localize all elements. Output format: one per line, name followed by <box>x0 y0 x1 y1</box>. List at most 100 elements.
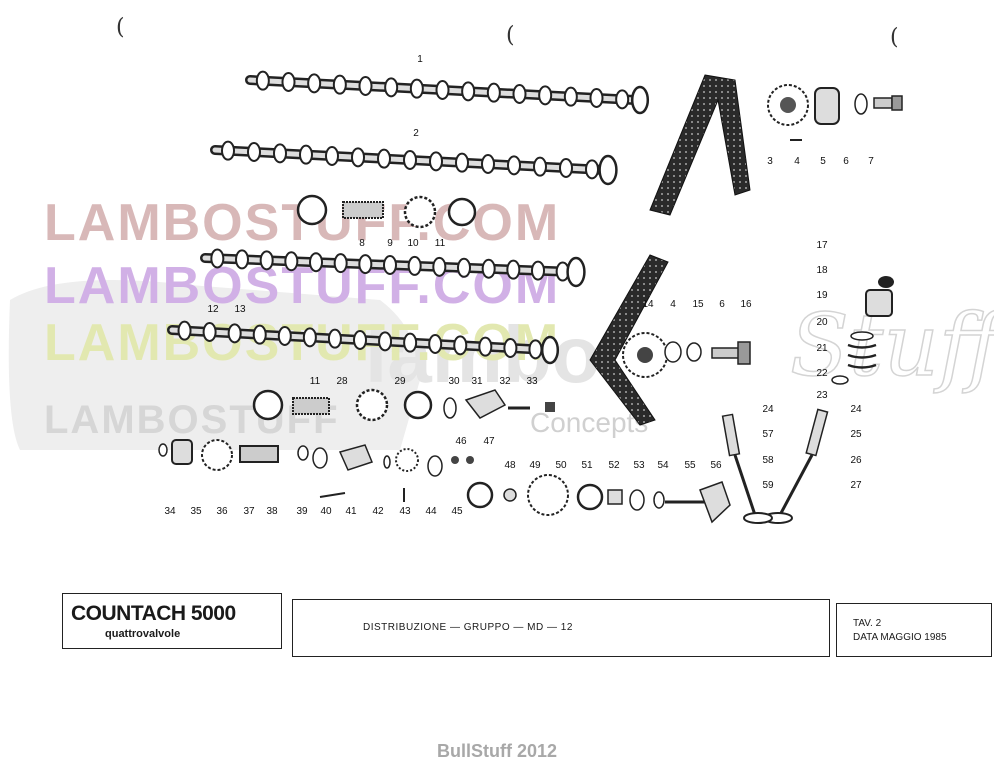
camshaft-lobe <box>429 151 443 172</box>
callout-label-12: 12 <box>207 304 219 315</box>
callout-label-56: 56 <box>710 460 722 471</box>
washer-part-2 <box>664 341 682 363</box>
watermark-text-4: LAMBOSTUFF <box>44 398 340 442</box>
sprocket-hub <box>780 97 796 113</box>
valve-guide-part <box>805 408 829 457</box>
valve-guide-left <box>721 413 741 457</box>
callout-label-33: 33 <box>526 376 538 387</box>
washer-part-7 <box>629 489 645 511</box>
valve-stem-right <box>778 454 814 516</box>
callout-label-24: 24 <box>762 404 774 415</box>
bearing-part-5 <box>466 481 494 509</box>
callout-label-48: 48 <box>504 460 516 471</box>
description-text: DISTRIBUZIONE — GRUPPO — MD — 12 <box>363 622 573 633</box>
callout-label-4: 4 <box>670 299 676 310</box>
callout-label-19: 19 <box>816 290 828 301</box>
callout-label-46: 46 <box>455 436 467 447</box>
bearing-part-2 <box>447 197 477 227</box>
callout-label-42: 42 <box>372 506 384 517</box>
bushing-part-2 <box>607 489 623 505</box>
camshaft-lobe <box>377 148 391 169</box>
camshaft-lobe <box>486 82 501 103</box>
camshaft-lobe <box>227 323 242 344</box>
spacer-part <box>503 488 517 502</box>
title-block-description: DISTRIBUZIONE — GRUPPO — MD — 12 <box>292 599 830 657</box>
bearing-part-6 <box>576 483 604 511</box>
double-gear-part <box>527 474 569 516</box>
callout-label-7: 7 <box>868 156 874 167</box>
binder-mark-center: ( <box>506 23 515 48</box>
callout-label-37: 37 <box>243 506 255 517</box>
timing-chain-lower <box>589 254 669 426</box>
callout-label-34: 34 <box>164 506 176 517</box>
callout-label-31: 31 <box>471 376 483 387</box>
callout-label-32: 32 <box>499 376 511 387</box>
bolt-head-part-2 <box>737 341 751 365</box>
camshaft-lobe <box>481 154 495 174</box>
callout-label-26: 26 <box>850 455 862 466</box>
callout-label-39: 39 <box>296 506 308 517</box>
camshaft-lobe <box>284 251 299 272</box>
binder-mark-right: ( <box>890 25 899 50</box>
callout-label-25: 25 <box>850 429 862 440</box>
washer-part-6 <box>427 455 443 477</box>
callout-label-5: 5 <box>820 156 826 167</box>
model-subtitle: quattrovalvole <box>105 628 181 640</box>
camshaft-lobe <box>333 253 348 274</box>
seal-part <box>443 397 457 419</box>
screw-part <box>319 492 346 498</box>
camshaft-lobe <box>247 142 261 162</box>
camshaft-lobe <box>277 326 292 346</box>
camshaft-lobe <box>563 86 578 107</box>
title-block-table: TAV. 2 DATA MAGGIO 1985 <box>836 603 992 657</box>
washer-part-3 <box>686 342 702 362</box>
nut-part <box>545 402 555 412</box>
callout-label-21: 21 <box>816 343 828 354</box>
callout-label-58: 58 <box>762 455 774 466</box>
retainer-part <box>850 331 874 341</box>
camshaft-lobe <box>512 84 527 104</box>
callout-label-44: 44 <box>425 506 437 517</box>
camshaft-lobe <box>531 260 545 281</box>
washer-part-4 <box>297 445 309 461</box>
washer-part-5 <box>383 455 391 469</box>
callout-label-51: 51 <box>581 460 593 471</box>
circlip-part <box>158 443 168 457</box>
valve-spring-part <box>847 343 877 369</box>
camshaft-lobe <box>407 255 422 276</box>
callout-label-16: 16 <box>740 299 752 310</box>
gear-part <box>403 195 437 229</box>
camshaft-lobe <box>403 150 417 170</box>
bracket-part <box>699 481 731 524</box>
camshaft-lobe <box>273 143 287 164</box>
camshaft-lobe <box>252 324 267 345</box>
binder-mark-left: ( <box>116 15 125 40</box>
callout-label-57: 57 <box>762 429 774 440</box>
callout-label-41: 41 <box>345 506 357 517</box>
callout-label-20: 20 <box>816 317 828 328</box>
callout-label-28: 28 <box>336 376 348 387</box>
camshaft-lobe <box>259 250 274 271</box>
callout-label-17: 17 <box>816 240 828 251</box>
camshaft-lobe <box>538 85 553 106</box>
camshaft-lobe <box>351 147 365 168</box>
camshaft-lobe <box>332 74 347 95</box>
camshaft-1-flange <box>630 85 650 115</box>
table-date: DATA MAGGIO 1985 <box>853 632 947 643</box>
bearing-part-4 <box>403 390 433 420</box>
camshaft-lobe <box>435 80 450 100</box>
callout-label-38: 38 <box>266 506 278 517</box>
camshaft-group <box>167 70 650 365</box>
washer-part <box>854 93 868 115</box>
callout-label-27: 27 <box>850 480 862 491</box>
bolt-part-2 <box>711 347 741 359</box>
bucket-tappet-part <box>865 289 893 317</box>
parts-group <box>158 84 903 524</box>
timing-chains <box>589 74 751 426</box>
camshaft-lobe <box>585 159 599 180</box>
camshaft-lobe <box>210 248 225 269</box>
camshaft-lobe <box>528 339 543 360</box>
pump-body-part <box>338 444 373 471</box>
camshaft-lobe <box>455 152 469 173</box>
camshaft-lobe <box>235 249 249 270</box>
